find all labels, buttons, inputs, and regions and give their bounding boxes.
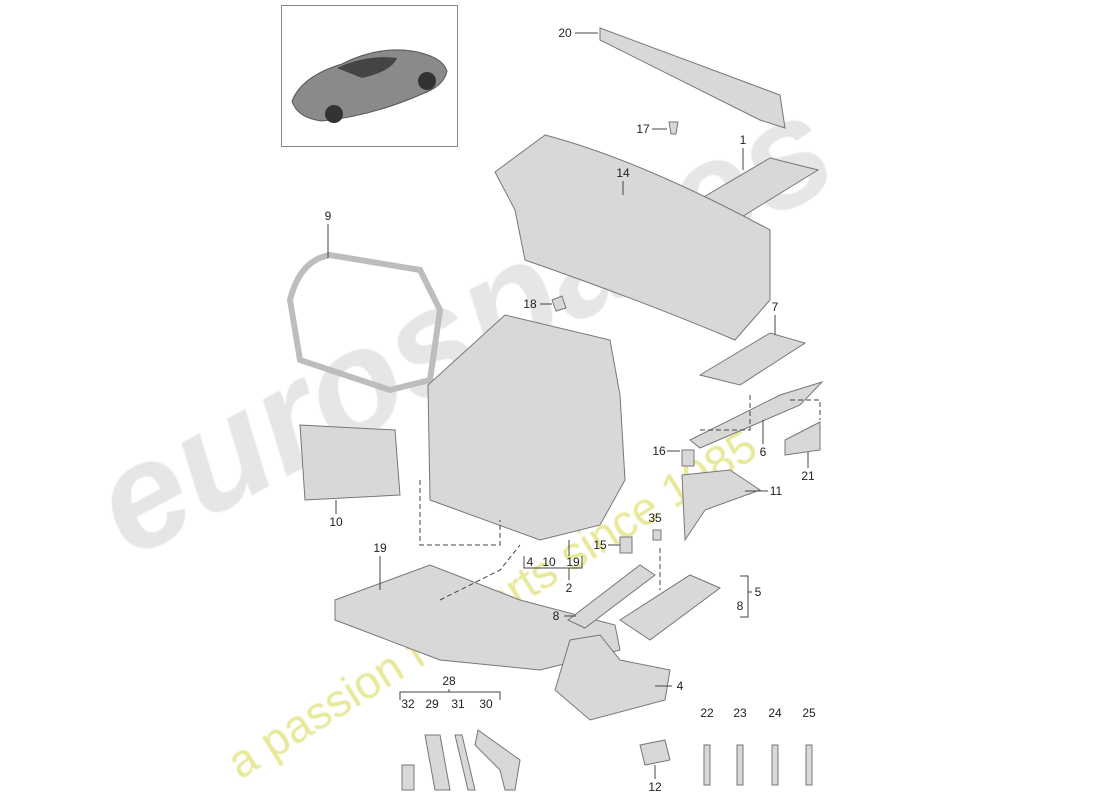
part-4-bracket [554,634,671,721]
part-15-sleeve [619,536,633,554]
callout-group-2-4: 4 [526,555,534,569]
dashed-leaders [419,395,821,601]
part-21-bracket [784,421,821,456]
callout-19: 19 [373,541,387,555]
part-19-floor-pan [334,564,621,671]
part-20-crossmember [599,27,786,129]
callout-16: 16 [652,444,666,458]
callout-25: 25 [802,706,816,720]
part-10-panel [299,424,401,501]
part-17-clip [668,121,679,135]
part-9-frame [286,251,444,394]
part-11-bracket [681,469,762,542]
callout-12: 12 [648,780,662,794]
callout-31: 31 [451,697,465,711]
car-thumbnail-icon [291,49,448,123]
callout-21: 21 [801,469,815,483]
callout-14: 14 [616,166,630,180]
part-7-bracket [698,332,807,386]
callout-20: 20 [558,26,572,40]
part-35-clip [652,529,662,541]
part-23-rivet [736,744,744,786]
callout-2: 2 [565,581,573,595]
part-24-rivet [771,744,779,786]
part-30-gun [474,729,521,791]
callout-15: 15 [593,538,607,552]
car-thumbnail [281,5,458,147]
part-16-sleeve [681,449,695,467]
callout-29: 29 [425,697,439,711]
callout-group-2-19: 19 [566,555,580,569]
callout-18: 18 [523,297,537,311]
callout-24: 24 [768,706,782,720]
callout-32: 32 [401,697,415,711]
callout-8-left: 8 [552,609,560,623]
part-6-rail [689,380,824,449]
callout-30: 30 [479,697,493,711]
part-14-scuttle-panel [494,134,771,341]
callout-17: 17 [636,122,650,136]
callout-23: 23 [733,706,747,720]
part-8-bracket [567,564,656,629]
part-25-rivet [805,744,813,786]
part-12-clip [639,739,671,766]
part-29-tube [424,734,451,791]
callout-8-right: 8 [736,599,744,613]
part-2-floor-assembly [427,314,626,541]
callout-group-2-10: 10 [542,555,556,569]
part-18-nut [551,295,567,312]
callout-6: 6 [759,445,767,459]
leader-lines [327,32,809,779]
callout-4: 4 [676,679,684,693]
part-5-member [619,574,721,641]
part-22-rivet [703,744,711,786]
part-31-tube [454,734,476,791]
callout-1: 1 [739,133,747,147]
callout-9: 9 [324,209,332,223]
part-32-plug [401,764,415,791]
callout-11: 11 [769,484,783,498]
callout-10: 10 [329,515,343,529]
callout-22: 22 [700,706,714,720]
callout-28: 28 [442,674,456,688]
callout-7: 7 [771,300,779,314]
callout-5: 5 [754,585,762,599]
callout-35: 35 [648,511,662,525]
